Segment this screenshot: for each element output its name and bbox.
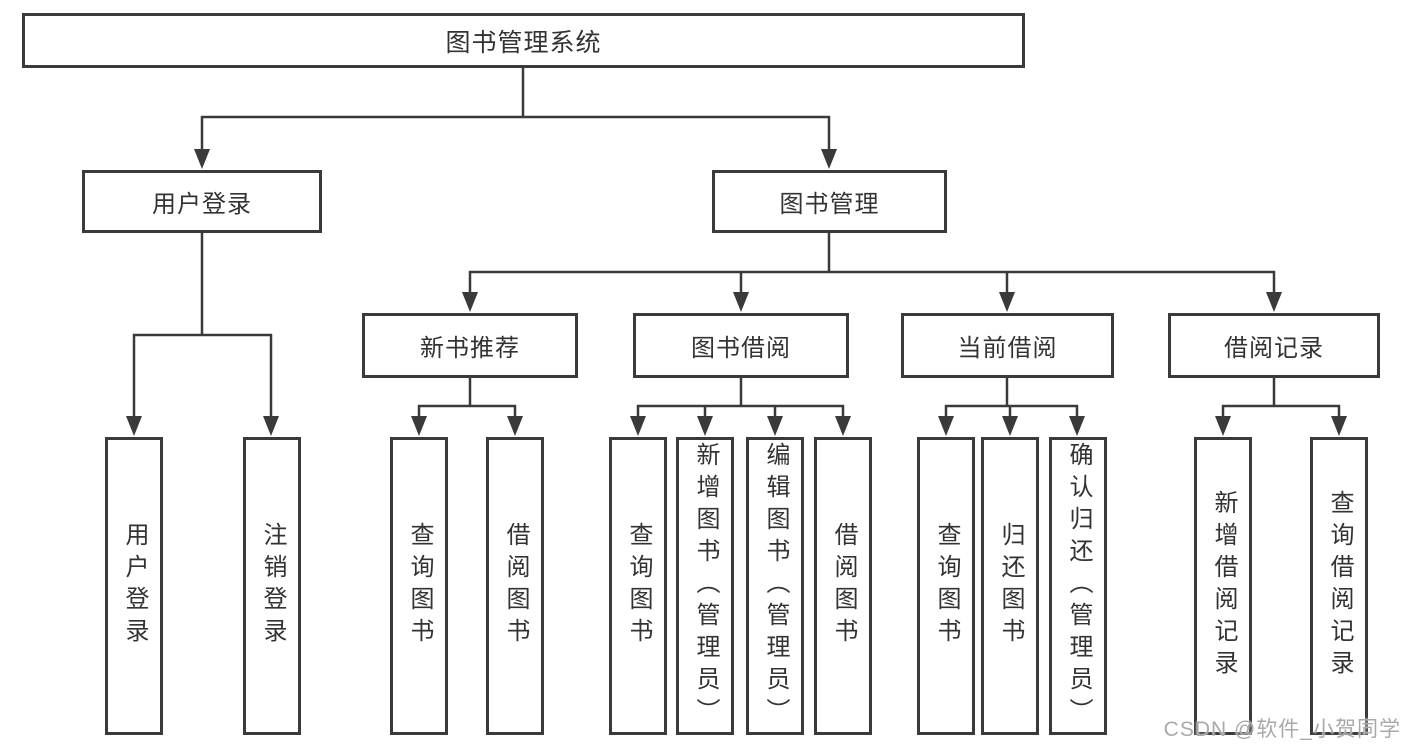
node-leaf-add-borrow-record: 新增借阅记录 (1194, 437, 1252, 735)
node-book-borrowing: 图书借阅 (633, 313, 849, 378)
node-leaf-logout: 注销登录 (243, 437, 301, 735)
node-current-borrowing: 当前借阅 (901, 313, 1114, 378)
leaf-label: 归还图书 (997, 522, 1024, 650)
node-new-book-recommend: 新书推荐 (362, 313, 578, 378)
node-leaf-return-books: 归还图书 (981, 437, 1039, 735)
leaf-label: 新增图书（管理员） (692, 442, 719, 730)
node-borrowing-records: 借阅记录 (1168, 313, 1380, 378)
node-user-login-module: 用户登录 (82, 170, 322, 233)
node-leaf-query-books-3: 查询图书 (917, 437, 975, 735)
node-leaf-add-books-admin: 新增图书（管理员） (676, 437, 734, 735)
node-root-system: 图书管理系统 (22, 13, 1025, 68)
leaf-label: 借阅图书 (502, 522, 529, 650)
leaf-label: 确认归还（管理员） (1065, 442, 1092, 730)
node-leaf-query-books-1: 查询图书 (390, 437, 448, 735)
node-leaf-borrow-books-2: 借阅图书 (814, 437, 872, 735)
leaf-label: 用户登录 (121, 522, 148, 650)
leaf-label: 查询借阅记录 (1326, 490, 1353, 682)
leaf-label: 注销登录 (259, 522, 286, 650)
leaf-label: 查询图书 (933, 522, 960, 650)
node-leaf-confirm-return-admin: 确认归还（管理员） (1049, 437, 1107, 735)
node-leaf-borrow-books-1: 借阅图书 (486, 437, 544, 735)
leaf-label: 编辑图书（管理员） (762, 442, 789, 730)
leaf-label: 新增借阅记录 (1210, 490, 1237, 682)
node-book-management-module: 图书管理 (712, 170, 947, 233)
leaf-label: 借阅图书 (830, 522, 857, 650)
leaf-label: 查询图书 (625, 522, 652, 650)
leaf-label: 查询图书 (406, 522, 433, 650)
node-leaf-user-login: 用户登录 (105, 437, 163, 735)
node-leaf-query-books-2: 查询图书 (609, 437, 667, 735)
node-leaf-query-borrow-record: 查询借阅记录 (1310, 437, 1368, 735)
arrowheads (126, 149, 1347, 436)
node-leaf-edit-books-admin: 编辑图书（管理员） (746, 437, 804, 735)
